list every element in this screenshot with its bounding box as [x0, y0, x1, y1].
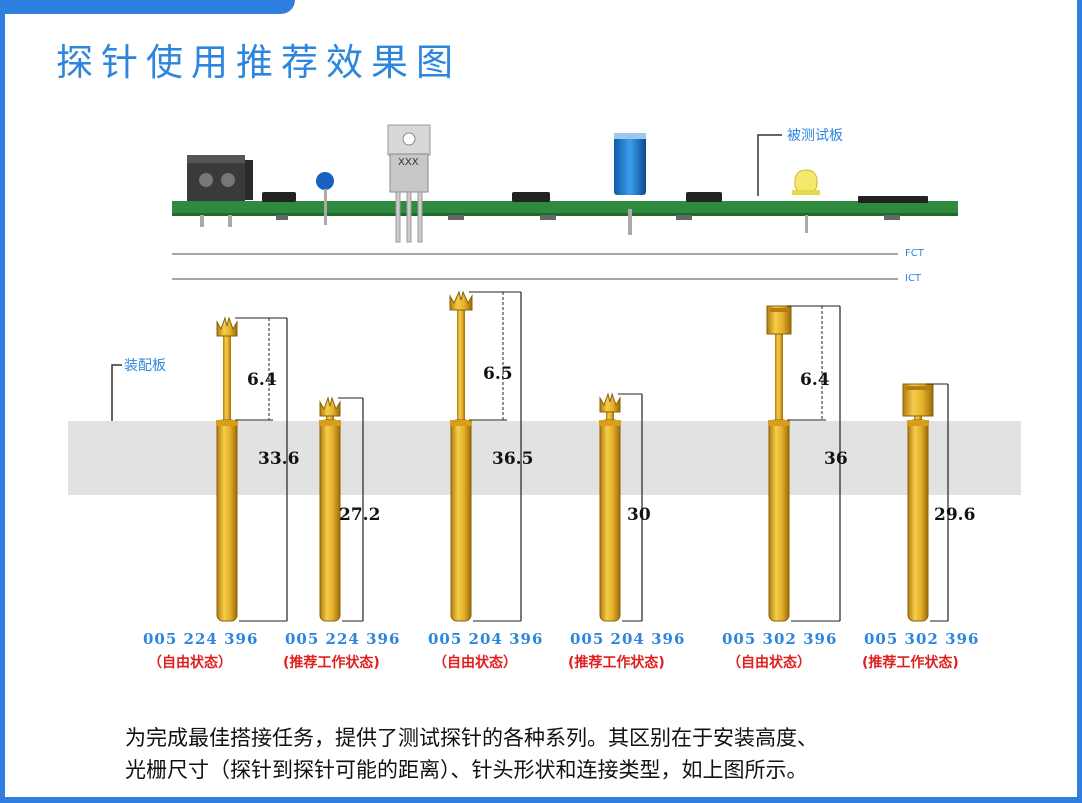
description-line-1: 为完成最佳搭接任务，提供了测试探针的各种系列。其区别在于安装高度、: [125, 726, 818, 750]
probe-6-barrel: [907, 419, 929, 622]
probe-6-total-length: 29.6: [934, 505, 976, 525]
probe-6-status: (推荐工作状态): [862, 655, 959, 671]
electrolytic-capacitor: [614, 133, 646, 235]
disc-capacitor: [316, 172, 334, 225]
pcb-board: [172, 201, 958, 215]
assembly-plate: [68, 421, 1021, 495]
probe-2-total-length: 27.2: [339, 505, 381, 525]
probe-5-cup-rim: [770, 308, 788, 312]
smd-chip-2: [512, 192, 550, 202]
probe-1-part-number: 005 224 396: [143, 630, 259, 648]
probe-3-part-number: 005 204 396: [428, 630, 544, 648]
frame-left-border: [0, 0, 5, 803]
probe-1-total-length: 33.6: [258, 449, 300, 469]
probe-1-tip-length: 6.4: [247, 370, 277, 390]
probe-2-barrel-collar: [319, 420, 341, 426]
smd-chip-1: [262, 192, 296, 202]
frame-right-border: [1077, 0, 1082, 803]
probe-4-barrel-collar: [599, 420, 621, 426]
led-component: [792, 169, 820, 233]
probe-1-plunger: [223, 332, 231, 420]
probe-3-total-length: 36.5: [492, 449, 534, 469]
smd-chip-3: [686, 192, 722, 202]
to220-transistor: [387, 124, 431, 243]
probe-5-plunger: [775, 320, 783, 420]
probe-4-plunger: [606, 408, 614, 420]
board-label: 被测试板: [787, 128, 843, 144]
description-text: 为完成最佳搭接任务，提供了测试探针的各种系列。其区别在于安装高度、 光栅尺寸（探…: [125, 722, 1025, 786]
probe-1-barrel-collar: [216, 420, 238, 426]
probe-1-barrel: [216, 419, 238, 622]
probe-5-barrel: [768, 419, 790, 622]
probe-5-status: （自由状态）: [727, 655, 811, 671]
board-label-pointer: [757, 134, 782, 196]
page-title: 探针使用推荐效果图: [56, 41, 461, 84]
ict-label: ICT: [905, 273, 922, 284]
chip-marking: XXX: [398, 157, 419, 168]
probe-2-status: (推荐工作状态): [283, 655, 380, 671]
probe-6-part-number: 005 302 396: [864, 630, 980, 648]
probes-group: [216, 290, 949, 622]
probe-5-tip-length: 6.4: [800, 370, 830, 390]
header-tab-decoration: [0, 0, 295, 14]
probe-3-tip-length: 6.5: [483, 364, 513, 384]
probe-5-part-number: 005 302 396: [722, 630, 838, 648]
probe-3-status: （自由状态）: [433, 655, 517, 671]
probe-4-crown-head: [599, 392, 621, 413]
probe-2-barrel: [319, 419, 341, 622]
probe-6-barrel-collar: [907, 420, 929, 426]
probe-5-total-length: 36: [824, 449, 848, 469]
probe-3-barrel: [450, 419, 472, 622]
probe-4-part-number: 005 204 396: [570, 630, 686, 648]
probe-3-crown-head: [449, 290, 473, 311]
test-board: [172, 124, 958, 243]
probe-1-status: （自由状态）: [148, 655, 232, 671]
plate-label: 装配板: [124, 358, 166, 374]
probe-6-cup-rim: [906, 386, 930, 390]
probe-2-crown-head: [319, 396, 341, 417]
probe-3-plunger: [457, 306, 465, 420]
probe-4-status: (推荐工作状态): [568, 655, 665, 671]
frame-bottom-border: [0, 797, 1082, 803]
plate-label-pointer: [111, 364, 122, 421]
probe-2-part-number: 005 224 396: [285, 630, 401, 648]
smd-chip-4: [858, 196, 928, 203]
probe-3-barrel-collar: [450, 420, 472, 426]
connector-component: [187, 155, 253, 227]
probe-1-crown-head: [216, 316, 238, 337]
description-line-2: 光栅尺寸（探针到探针可能的距离）、针头形状和连接类型，如上图所示。: [125, 758, 808, 782]
probe-4-barrel: [599, 419, 621, 622]
probe-4-total-length: 30: [627, 505, 651, 525]
fct-label: FCT: [905, 248, 924, 259]
probe-5-barrel-collar: [768, 420, 790, 426]
